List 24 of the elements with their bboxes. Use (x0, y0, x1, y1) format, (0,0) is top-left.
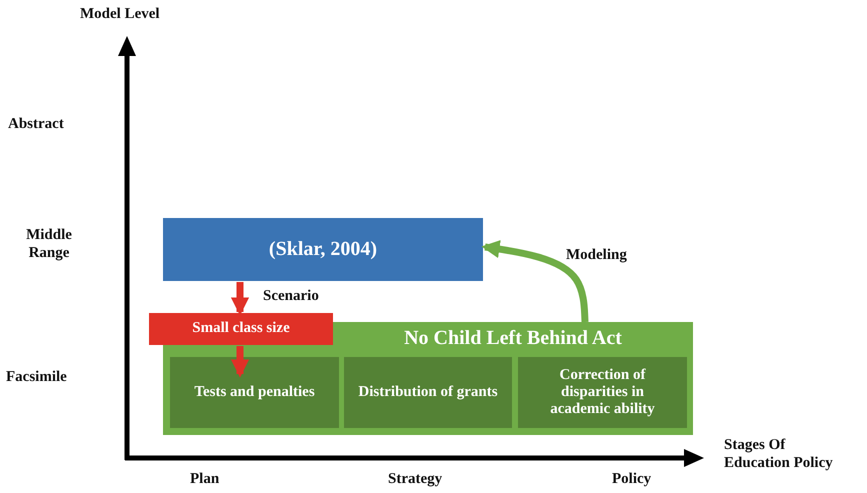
box-label: Small class size (191, 320, 291, 338)
panel-heading: No Child Left Behind Act (403, 327, 623, 350)
box-label: (Sklar, 2004) (268, 238, 378, 261)
axis-tick-label: Plan (190, 470, 220, 488)
component-box (170, 357, 339, 428)
model-box (163, 218, 483, 281)
axis-tick-label: Middle Range (25, 226, 73, 262)
arrow (230, 346, 250, 378)
axis-tick-label: Strategy (388, 470, 442, 488)
axis-title: Stages Of Education Policy (724, 436, 834, 472)
scenario-box (149, 313, 333, 345)
axis-title: Model Level (80, 5, 160, 23)
box-label: Correction of disparities in academic ability (549, 366, 656, 418)
axis-tick-label: Policy (612, 470, 652, 488)
arrow (481, 240, 588, 322)
component-box (344, 357, 512, 428)
axis-tick-label: Abstract (8, 115, 64, 133)
edge-label: Modeling (566, 246, 627, 264)
component-box (518, 357, 687, 428)
box-label: Distribution of grants (357, 384, 499, 402)
act-panel (163, 322, 693, 435)
box-label: Tests and penalties (193, 384, 316, 402)
arrow (230, 282, 250, 316)
axis-tick-label: Facsimile (6, 368, 67, 386)
